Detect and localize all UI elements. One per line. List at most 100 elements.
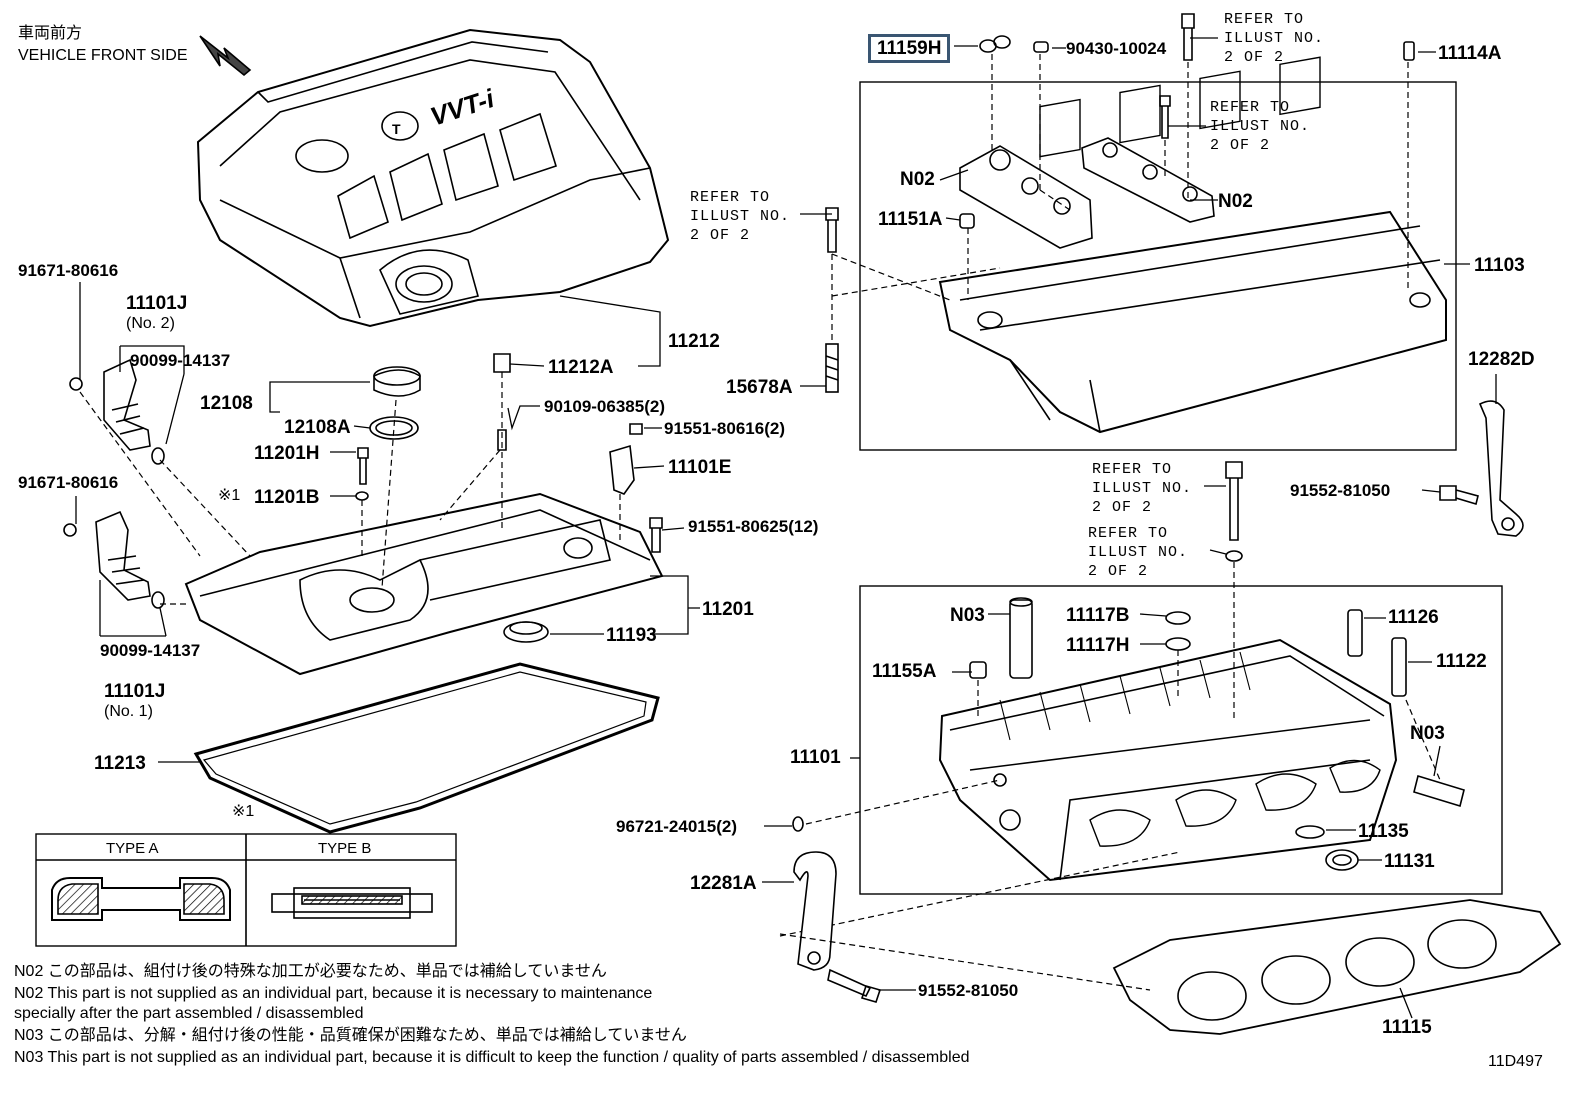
type-b-header: TYPE B: [318, 840, 372, 857]
camshaft-housing-box: [859, 81, 1457, 451]
part-label-11159H[interactable]: 11159H: [868, 34, 951, 63]
part-label-91671-80616-b[interactable]: 91671-80616: [18, 473, 119, 492]
bracket-12281a: [793, 851, 837, 971]
note-n03-en: N03 This part is not supplied as an indi…: [14, 1049, 970, 1066]
part-label-90099-14137-b[interactable]: 90099-14137: [100, 641, 201, 660]
stud-90109-icon: [497, 429, 507, 451]
part-label-11101[interactable]: 11101: [790, 747, 841, 768]
engine-cover-11212: T VVT-i: [196, 28, 670, 328]
part-label-96721-24015[interactable]: 96721-24015(2): [616, 817, 737, 836]
part-label-91551-80625[interactable]: 91551-80625(12): [688, 517, 819, 536]
note-n02-en-1: N02 This part is not supplied as an indi…: [14, 985, 653, 1002]
bracket-12282d: [1478, 400, 1524, 537]
type-a-header: TYPE A: [106, 840, 159, 857]
part-label-n02-right[interactable]: N02: [1218, 191, 1253, 212]
part-label-n02-left[interactable]: N02: [900, 169, 935, 190]
retainer-11117b-icon: [1165, 611, 1191, 625]
part-label-11135[interactable]: 11135: [1358, 821, 1409, 842]
bolt-91552-top-icon: [1439, 485, 1479, 506]
part-label-11101J-no2[interactable]: 11101J: [126, 293, 188, 314]
part-15678a-icon: [825, 343, 839, 393]
pipe-n03b-icon: [1413, 774, 1465, 808]
front-label-jp: 車両前方: [18, 25, 83, 42]
part-label-11103[interactable]: 11103: [1474, 255, 1525, 276]
bolt-11201h-icon: [357, 447, 369, 485]
part-label-90109-06385[interactable]: 90109-06385(2): [544, 397, 665, 416]
bolt-91551-80625-icon: [649, 517, 663, 553]
note-n02-en-2: specially after the part assembled / dis…: [14, 1005, 364, 1022]
head-cover-gasket-11213: [193, 662, 660, 834]
label-no2: (No. 2): [126, 315, 175, 332]
part-11151a-icon: [959, 213, 975, 229]
part-label-11122[interactable]: 11122: [1436, 651, 1487, 672]
part-label-11115[interactable]: 11115: [1382, 1017, 1432, 1038]
cam-caps-n02-right: [1081, 137, 1215, 223]
gasket-11135-icon: [1295, 825, 1325, 839]
note-n03-jp: N03 この部品は、分解・組付け後の性能・品質確保が困難なため、単品では補給して…: [14, 1027, 687, 1044]
oring-96721-icon: [792, 816, 804, 832]
part-label-n03-pipe[interactable]: N03: [950, 605, 985, 626]
type-b-drawing: [271, 887, 433, 919]
part-label-11155A[interactable]: 11155A: [872, 661, 937, 682]
part-label-11131[interactable]: 11131: [1384, 851, 1435, 872]
part-90430-icon: [1033, 41, 1049, 53]
part-label-12282D[interactable]: 12282D: [1468, 349, 1535, 370]
part-11159h-icon: [979, 35, 1011, 53]
head-bolt-icon: [1225, 461, 1243, 541]
head-gasket-11115: [1112, 899, 1562, 1035]
cam-sensor-11101e-icon: [609, 444, 635, 495]
part-label-12108A[interactable]: 12108A: [284, 417, 351, 438]
part-label-11213[interactable]: 11213: [94, 753, 146, 774]
part-label-12281A[interactable]: 12281A: [690, 873, 757, 894]
seal-11193: [503, 621, 549, 643]
part-label-12108[interactable]: 12108: [200, 393, 253, 414]
part-label-11114A[interactable]: 11114A: [1438, 43, 1502, 64]
part-label-11117B[interactable]: 11117B: [1066, 605, 1130, 626]
part-label-91552-81050-bot[interactable]: 91552-81050: [918, 981, 1019, 1000]
bolt-left-icon: [825, 207, 839, 253]
part-label-90099-14137-a[interactable]: 90099-14137: [130, 351, 231, 370]
part-label-11101E[interactable]: 11101E: [668, 457, 732, 478]
bolt-mid-icon: [1159, 95, 1171, 139]
diagram-id: 11D497: [1488, 1053, 1543, 1070]
part-label-11212A[interactable]: 11212A: [548, 357, 614, 378]
cylinder-head-box: [859, 585, 1503, 895]
oil-filler-cap-12108: [373, 366, 421, 397]
cylinder-head-cover-11201: [184, 492, 664, 676]
part-label-11101J-no1[interactable]: 11101J: [104, 681, 166, 702]
guide-11122-icon: [1391, 637, 1407, 697]
part-label-91551-80616[interactable]: 91551-80616(2): [664, 419, 785, 438]
ocv-solenoid-no1: [63, 510, 165, 609]
part-label-15678A[interactable]: 15678A: [726, 377, 793, 398]
svg-text:T: T: [392, 121, 401, 137]
part-label-90430-10024[interactable]: 90430-10024: [1066, 39, 1167, 58]
part-label-11201H[interactable]: 11201H: [254, 443, 320, 464]
seal-11117h-icon: [1165, 637, 1191, 651]
part-label-11212[interactable]: 11212: [668, 331, 720, 352]
grommet-11212a-icon: [493, 353, 511, 373]
bolt-91551-80616-icon: [629, 423, 643, 435]
type-a-drawing: [51, 877, 231, 921]
bolt-top-icon: [1181, 13, 1195, 61]
part-label-91552-81050-top[interactable]: 91552-81050: [1290, 481, 1391, 500]
vehicle-front-arrow: [199, 35, 252, 77]
part-label-n03-right[interactable]: N03: [1410, 723, 1445, 744]
ref-mark-2: ※1: [232, 803, 255, 820]
front-label-en: VEHICLE FRONT SIDE: [18, 47, 188, 64]
part-label-11193[interactable]: 11193: [606, 625, 657, 646]
ref-mark-1: ※1: [218, 487, 241, 504]
pipe-n03-icon: [1009, 599, 1033, 679]
label-no1: (No. 1): [104, 703, 153, 720]
part-label-11117H[interactable]: 11117H: [1066, 635, 1130, 656]
part-label-11151A[interactable]: 11151A: [878, 209, 943, 230]
part-label-91671-80616-a[interactable]: 91671-80616: [18, 261, 119, 280]
part-label-11201B[interactable]: 11201B: [254, 487, 320, 508]
part-label-11201[interactable]: 11201: [702, 599, 754, 620]
pin-11155a-icon: [969, 661, 987, 679]
part-label-11126[interactable]: 11126: [1388, 607, 1439, 628]
